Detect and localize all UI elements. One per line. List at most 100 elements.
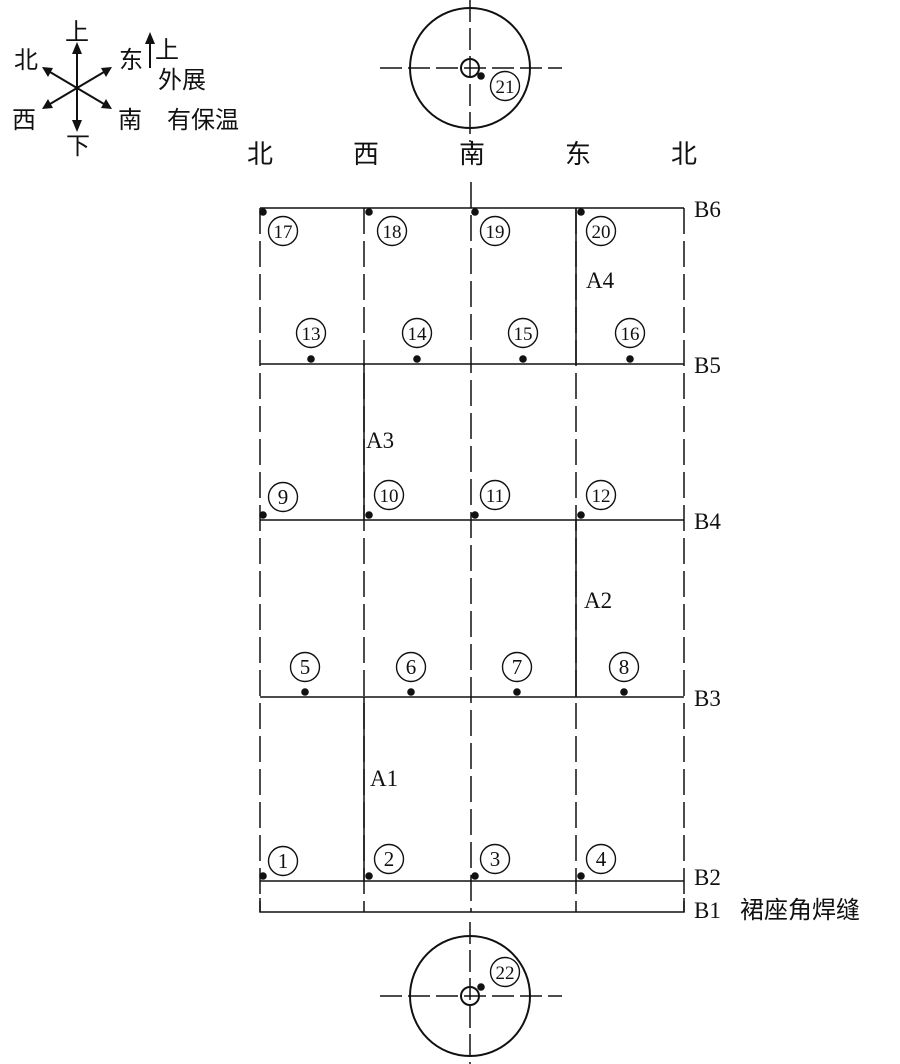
measurement-point-8: 8 [608, 651, 640, 696]
measurement-point-19: 19 [471, 208, 511, 247]
point-marker-dot [620, 688, 628, 696]
point-number-label: 4 [596, 847, 607, 871]
point-marker-dot [259, 511, 267, 519]
point-number-label: 20 [592, 222, 611, 243]
measurement-point-10: 10 [365, 479, 405, 519]
point-number-label: 21 [496, 77, 515, 98]
point-marker-dot [365, 511, 373, 519]
weld-line-b1 [259, 898, 685, 913]
point-marker-dot [301, 688, 309, 696]
compass-north-label: 北 [14, 46, 38, 74]
region-label-a3: A3 [366, 428, 394, 453]
point-marker-dot [471, 208, 479, 216]
point-number-label: 5 [300, 655, 311, 679]
point-marker-dot [577, 208, 585, 216]
column-header-south: 南 [459, 140, 485, 170]
compass-south-arrow [76, 87, 105, 105]
point-marker-dot [365, 208, 373, 216]
point-number-label: 12 [592, 486, 611, 507]
measurement-point-17: 17 [259, 208, 299, 247]
row-label-b4: B4 [694, 509, 721, 534]
point-marker-dot [519, 355, 527, 363]
point-marker-dot [471, 872, 479, 880]
point-marker-dot [577, 511, 585, 519]
row-label-b6: B6 [694, 197, 721, 222]
compass-south-label: 南 [118, 106, 142, 134]
measurement-point-4: 4 [577, 843, 617, 880]
legend-insulation-label: 有保温 [167, 106, 239, 134]
column-header-north-left: 北 [247, 140, 273, 170]
measurement-point-12: 12 [577, 479, 617, 519]
point-label-circle [373, 479, 405, 511]
point-number-label: 14 [408, 324, 428, 345]
point-label-circle [479, 215, 511, 247]
measurement-point-13: 13 [295, 317, 327, 363]
measurement-point-6: 6 [395, 651, 427, 696]
measurement-point-16: 16 [614, 317, 646, 363]
point-marker-dot [477, 72, 485, 80]
legend-up-label: 上 [155, 36, 179, 64]
point-marker-dot [365, 872, 373, 880]
point-number-label: 17 [274, 222, 293, 243]
point-number-label: 7 [512, 655, 523, 679]
point-label-circle [608, 651, 640, 683]
point-number-label: 2 [384, 847, 395, 871]
row-label-b5: B5 [694, 353, 721, 378]
point-number-label: 15 [514, 324, 533, 345]
row-label-b1: B1 [694, 898, 721, 923]
point-number-label: 18 [383, 222, 402, 243]
point-label-circle [373, 843, 405, 875]
point-label-circle [585, 843, 617, 875]
compass-east-label: 东 [119, 46, 143, 74]
point-marker-dot [259, 208, 267, 216]
point-label-circle [489, 956, 521, 988]
measurement-point-5: 5 [289, 651, 321, 696]
compass-up-label: 上 [65, 18, 89, 46]
point-label-circle [614, 317, 646, 349]
shell-development-grid [259, 182, 685, 913]
row-label-b2: B2 [694, 865, 721, 890]
compass-up-arrowhead [72, 42, 82, 54]
point-number-label: 6 [406, 655, 417, 679]
point-number-label: 1 [278, 849, 289, 873]
column-header-east: 东 [565, 140, 591, 170]
region-label-a4: A4 [586, 268, 615, 293]
compass-north-arrow [49, 71, 78, 89]
point-label-circle [267, 215, 299, 247]
measurement-point-3: 3 [471, 843, 511, 880]
point-label-circle [585, 215, 617, 247]
point-number-label: 9 [278, 485, 289, 509]
measurement-point-18: 18 [365, 208, 408, 247]
point-number-label: 10 [380, 486, 399, 507]
point-label-circle [267, 845, 299, 877]
measurement-point-22: 22 [477, 956, 521, 991]
measurement-point-11: 11 [471, 479, 511, 519]
point-label-circle [585, 479, 617, 511]
point-number-label: 11 [486, 486, 504, 507]
point-marker-dot [413, 355, 421, 363]
point-number-label: 3 [490, 847, 501, 871]
point-number-label: 22 [496, 963, 515, 984]
compass-south-arrowhead [101, 99, 112, 109]
legend-up-arrowhead [145, 32, 155, 44]
point-label-circle [295, 317, 327, 349]
column-header-west: 西 [353, 140, 379, 170]
point-label-circle [479, 479, 511, 511]
measurement-point-1: 1 [259, 845, 299, 880]
compass-down-label: 下 [66, 132, 90, 160]
point-label-circle [501, 651, 533, 683]
point-label-circle [289, 651, 321, 683]
compass-east-arrowhead [101, 67, 112, 77]
measurement-point-21: 21 [477, 70, 521, 102]
point-label-circle [395, 651, 427, 683]
compass-west-arrowhead [42, 99, 53, 109]
point-marker-dot [259, 872, 267, 880]
point-marker-dot [307, 355, 315, 363]
point-number-label: 19 [486, 222, 505, 243]
region-label-a2: A2 [584, 588, 612, 613]
point-number-label: 16 [621, 324, 640, 345]
measurement-point-15: 15 [507, 317, 539, 363]
row-label-b3: B3 [694, 686, 721, 711]
